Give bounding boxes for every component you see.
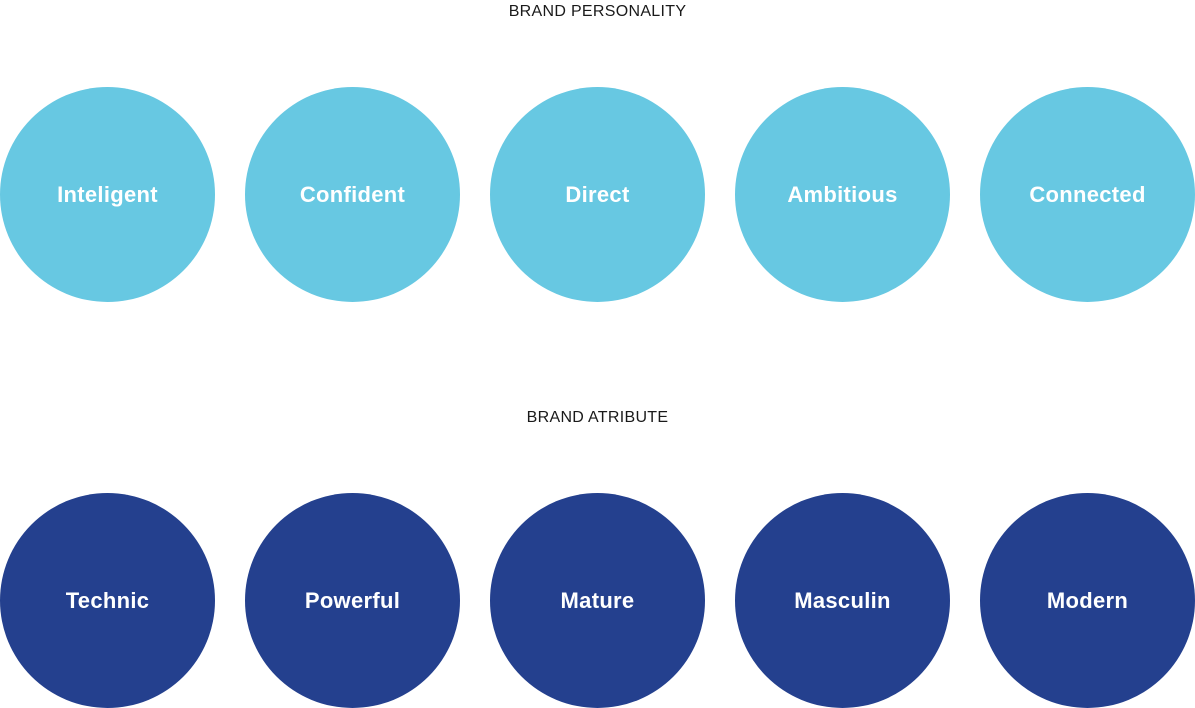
attribute-label: Technic	[65, 587, 150, 613]
attribute-circle-modern: Modern	[980, 493, 1195, 708]
brand-personality-row: Inteligent Confident Direct Ambitious Co…	[0, 87, 1195, 302]
attribute-label: Mature	[560, 587, 635, 613]
brand-attribute-title: BRAND ATRIBUTE	[526, 409, 669, 426]
attribute-label: Masculin	[794, 587, 891, 613]
personality-label: Confident	[299, 181, 406, 207]
personality-label: Ambitious	[787, 181, 898, 207]
attribute-label: Powerful	[304, 587, 401, 613]
personality-label: Direct	[565, 181, 630, 207]
attribute-circle-masculin: Masculin	[735, 493, 950, 708]
attribute-label: Modern	[1046, 587, 1129, 613]
attribute-circle-mature: Mature	[490, 493, 705, 708]
personality-circle-inteligent: Inteligent	[0, 87, 215, 302]
brand-attribute-row: Technic Powerful Mature Masculin Modern	[0, 493, 1195, 708]
attribute-circle-powerful: Powerful	[245, 493, 460, 708]
personality-label: Connected	[1029, 181, 1146, 207]
personality-label: Inteligent	[57, 181, 158, 207]
brand-personality-title: BRAND PERSONALITY	[508, 3, 687, 20]
personality-circle-confident: Confident	[245, 87, 460, 302]
personality-circle-connected: Connected	[980, 87, 1195, 302]
personality-circle-direct: Direct	[490, 87, 705, 302]
attribute-circle-technic: Technic	[0, 493, 215, 708]
personality-circle-ambitious: Ambitious	[735, 87, 950, 302]
